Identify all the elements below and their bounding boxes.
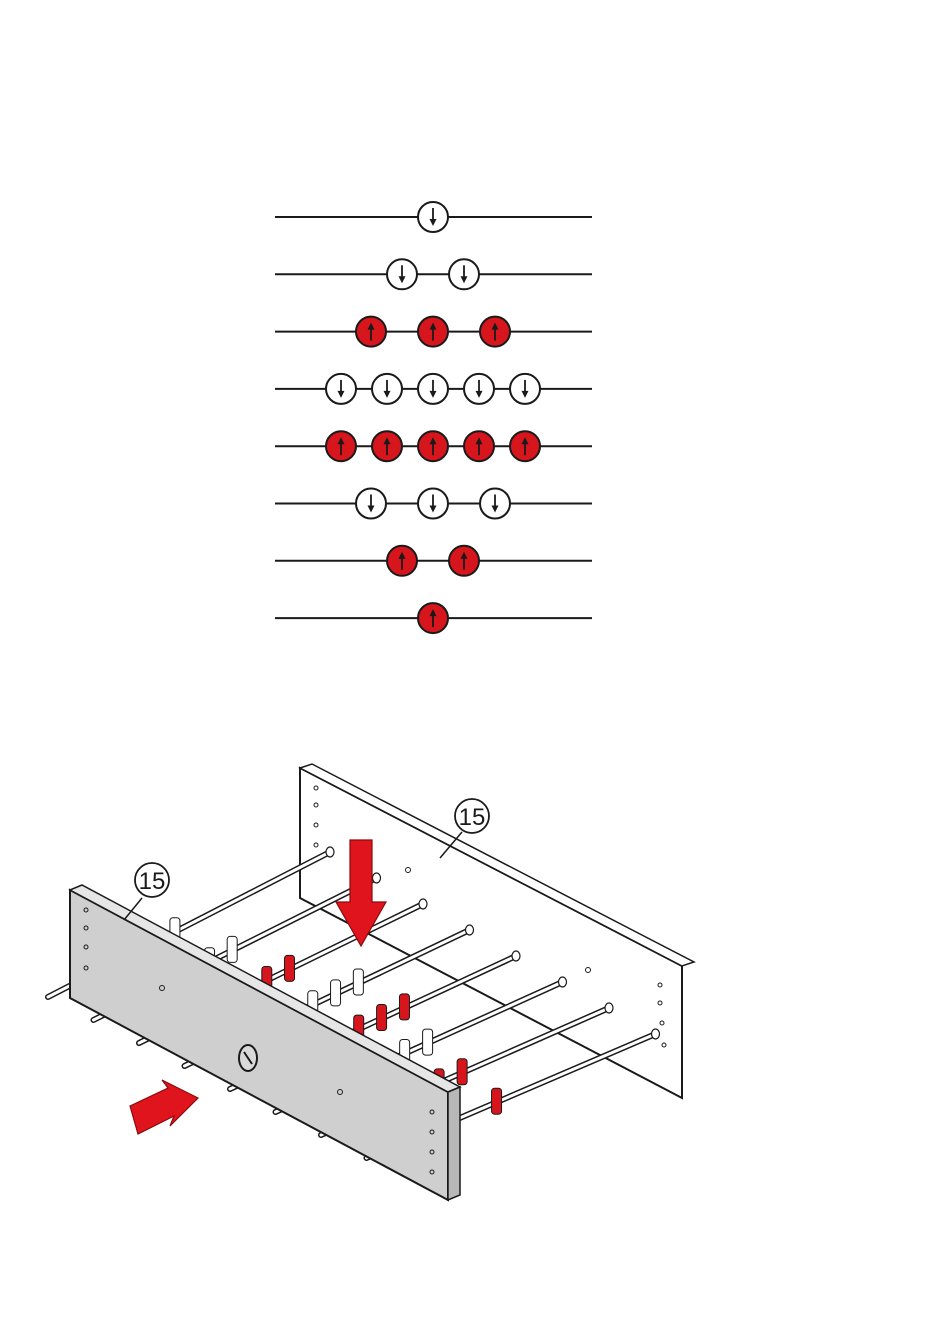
rod-layout-diagram [0,0,933,660]
back-panel-label: 15 [459,804,486,831]
rod-row [275,603,592,633]
player-marker [480,317,510,347]
player-marker [326,374,356,404]
front-panel-label: 15 [139,868,166,895]
player-marker [387,546,417,576]
player-figure [399,994,409,1020]
player-marker [418,489,448,519]
rod-row [275,546,592,576]
player-marker [464,431,494,461]
player-marker [418,317,448,347]
player-marker [418,374,448,404]
player-figure [331,980,341,1006]
player-marker [418,202,448,232]
rod-row [275,317,592,347]
player-marker [372,374,402,404]
player-figure [457,1059,467,1085]
player-marker [510,374,540,404]
callout-front-panel: 15 [124,863,169,920]
rod-row [275,202,592,232]
player-figure [353,969,363,995]
rod-row [275,489,592,519]
player-marker [387,259,417,289]
player-marker [449,546,479,576]
rod-row [275,374,592,404]
player-figure [377,1005,387,1031]
right-arrow [130,1080,198,1134]
player-marker [326,431,356,461]
rod-row [275,259,592,289]
player-figure [285,955,295,981]
player-marker [510,431,540,461]
player-marker [480,489,510,519]
player-marker [464,374,494,404]
player-marker [449,259,479,289]
player-marker [372,431,402,461]
rod-row [275,431,592,461]
player-marker [418,431,448,461]
player-figure [492,1088,502,1114]
player-figure [423,1029,433,1055]
assembly-illustration: 15 15 [0,740,933,1260]
player-marker [356,317,386,347]
player-figure [227,936,237,962]
player-marker [418,603,448,633]
player-marker [356,489,386,519]
